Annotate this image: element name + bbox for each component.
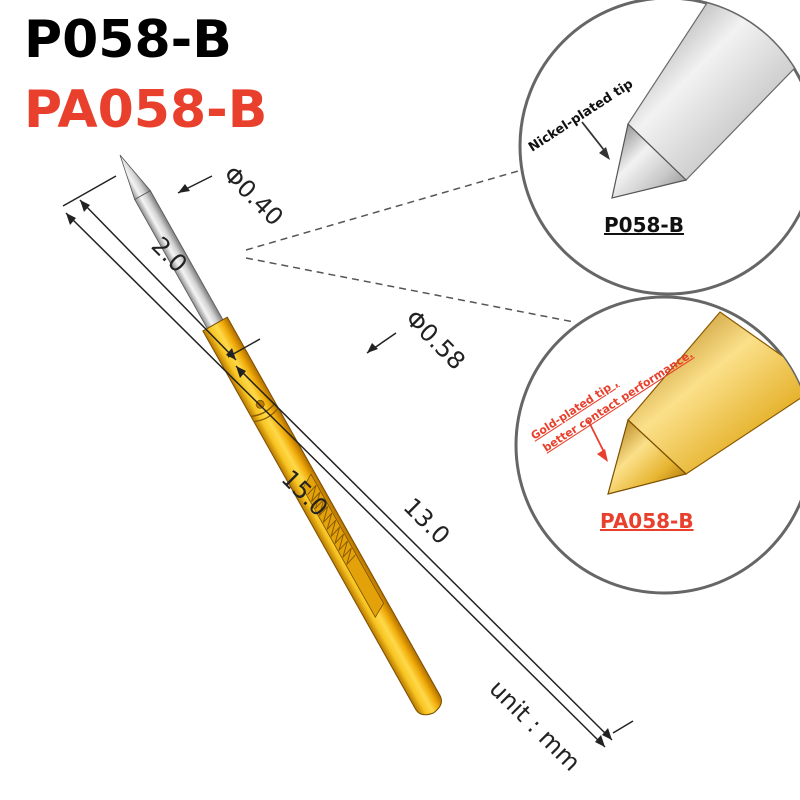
- model-title-nickel: P058-B: [24, 10, 232, 70]
- callout-gold: Gold-plated tip , better contact perform…: [514, 295, 800, 595]
- barrel-diameter-label: Φ0.58: [400, 304, 471, 375]
- leader-gold: [245, 257, 575, 323]
- gold-tip-icon: [607, 418, 688, 495]
- dim-line-tip: [79, 199, 237, 361]
- probe-tip-cone: [119, 154, 152, 201]
- callout-nickel: Nickel-plated tip P058-B: [518, 0, 800, 296]
- gold-model-label: PA058-B: [600, 509, 694, 533]
- spring-icon: [307, 484, 356, 565]
- model-title-gold: PA058-B: [24, 80, 268, 140]
- dim-line-barrel: [235, 365, 613, 741]
- leader-nickel: [245, 159, 557, 251]
- tip-diameter-label: Φ0.40: [218, 160, 289, 231]
- test-probe: [119, 154, 442, 716]
- unit-label: unit : mm: [484, 674, 586, 776]
- dim-line-total: [65, 212, 606, 748]
- barrel-length-label: 13.0: [398, 492, 456, 550]
- nickel-model-label: P058-B: [604, 213, 684, 237]
- nickel-tip-icon: [611, 122, 688, 199]
